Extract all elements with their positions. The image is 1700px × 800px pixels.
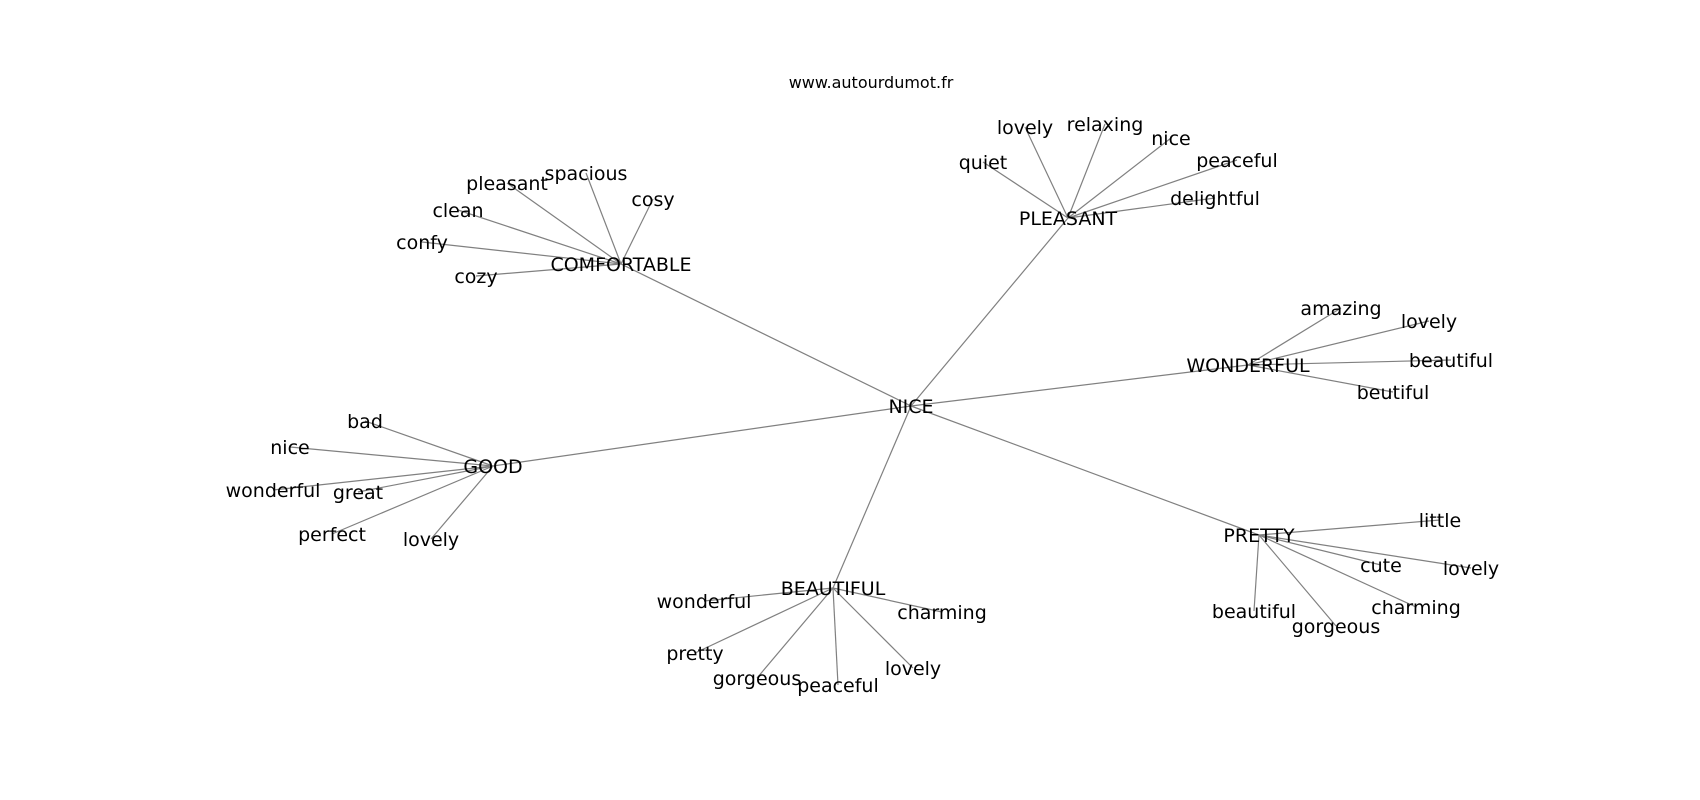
edge-pleasant-lovely [1024,126,1069,219]
leaf-node-wonderful-beutiful: beutiful [1357,382,1430,404]
edge-beautiful-peaceful [832,587,839,686]
hub-node-pleasant: PLEASANT [1019,208,1118,230]
leaf-node-good-perfect: perfect [298,524,366,546]
edge-center-comfortable [620,263,912,407]
edge-beautiful-wonderful [703,587,834,602]
leaf-node-good-great: great [333,482,383,504]
edge-center-pretty [910,405,1260,536]
edge-wonderful-amazing [1247,307,1342,366]
hub-node-comfortable: COMFORTABLE [550,254,691,276]
leaf-node-comfortable-confy: confy [396,232,448,254]
edge-comfortable-clean [457,209,622,265]
edge-comfortable-spacious [585,172,622,265]
edge-beautiful-gorgeous [756,587,834,679]
edge-center-wonderful [910,364,1249,407]
leaf-node-wonderful-amazing: amazing [1300,298,1381,320]
edge-center-beautiful [832,405,912,589]
leaf-node-pleasant-lovely: lovely [997,117,1053,139]
leaf-node-pretty-little: little [1419,510,1461,532]
edge-good-nice [289,446,494,467]
edge-pleasant-quiet [982,161,1069,219]
edge-pleasant-relaxing [1067,123,1106,219]
leaf-node-pretty-lovely: lovely [1443,558,1499,580]
hub-node-pretty: PRETTY [1223,525,1295,547]
leaf-node-pleasant-peaceful: peaceful [1196,150,1278,172]
leaf-node-pleasant-quiet: quiet [959,152,1008,174]
hub-node-wonderful: WONDERFUL [1186,355,1310,377]
leaf-node-good-bad: bad [347,411,383,433]
leaf-node-pleasant-delightful: delightful [1170,188,1260,210]
leaf-node-good-wonderful: wonderful [226,480,321,502]
leaf-node-beautiful-charming: charming [897,602,987,624]
leaf-node-comfortable-clean: clean [432,200,483,222]
graph-edges [272,123,1472,686]
edge-wonderful-beautiful [1247,359,1452,366]
edge-pretty-beautiful [1253,534,1260,612]
leaf-node-beautiful-gorgeous: gorgeous [713,668,801,690]
edge-wonderful-beutiful [1247,364,1394,393]
center-node-label: NICE [888,396,933,418]
leaf-node-comfortable-pleasant: pleasant [466,173,548,195]
leaf-node-comfortable-cosy: cosy [631,189,674,211]
edge-pretty-little [1258,519,1441,536]
edge-pleasant-nice [1067,137,1172,219]
edge-pretty-lovely [1258,534,1472,569]
edge-good-lovely [430,465,494,540]
leaf-node-wonderful-beautiful: beautiful [1409,350,1493,372]
leaf-node-pretty-gorgeous: gorgeous [1292,616,1380,638]
edge-beautiful-lovely [832,587,914,669]
edge-pretty-cute [1258,534,1382,566]
leaf-node-beautiful-lovely: lovely [885,658,941,680]
edge-beautiful-pretty [694,587,834,654]
edge-beautiful-charming [832,587,943,613]
edge-comfortable-cozy [475,263,622,277]
edge-good-perfect [331,465,494,535]
hub-node-beautiful: BEAUTIFUL [781,578,886,600]
leaf-node-beautiful-peaceful: peaceful [797,675,879,697]
edge-center-pleasant [910,217,1069,407]
edge-comfortable-pleasant [506,182,622,265]
leaf-node-wonderful-lovely: lovely [1401,311,1457,333]
edge-good-great [357,465,494,493]
edge-good-bad [364,420,494,467]
edge-pretty-charming [1258,534,1417,608]
edge-pretty-gorgeous [1258,534,1337,627]
hub-node-good: GOOD [463,456,522,478]
leaf-node-beautiful-pretty: pretty [666,643,723,665]
leaf-node-beautiful-wonderful: wonderful [657,591,752,613]
watermark-text: www.autourdumot.fr [789,73,954,92]
edge-pleasant-delightful [1067,197,1216,219]
leaf-node-pleasant-nice: nice [1151,128,1190,150]
leaf-node-comfortable-cozy: cozy [454,266,497,288]
edge-pleasant-peaceful [1067,159,1238,219]
leaf-node-comfortable-spacious: spacious [545,163,628,185]
leaf-node-pretty-cute: cute [1360,555,1402,577]
edge-wonderful-lovely [1247,320,1430,366]
edge-good-wonderful [272,465,494,491]
leaf-node-pleasant-relaxing: relaxing [1067,114,1144,136]
edge-center-good [492,405,912,467]
leaf-node-good-lovely: lovely [403,529,459,551]
edge-comfortable-cosy [620,198,654,265]
leaf-node-pretty-beautiful: beautiful [1212,601,1296,623]
leaf-node-pretty-charming: charming [1371,597,1461,619]
edge-comfortable-confy [421,241,622,265]
leaf-node-good-nice: nice [270,437,309,459]
